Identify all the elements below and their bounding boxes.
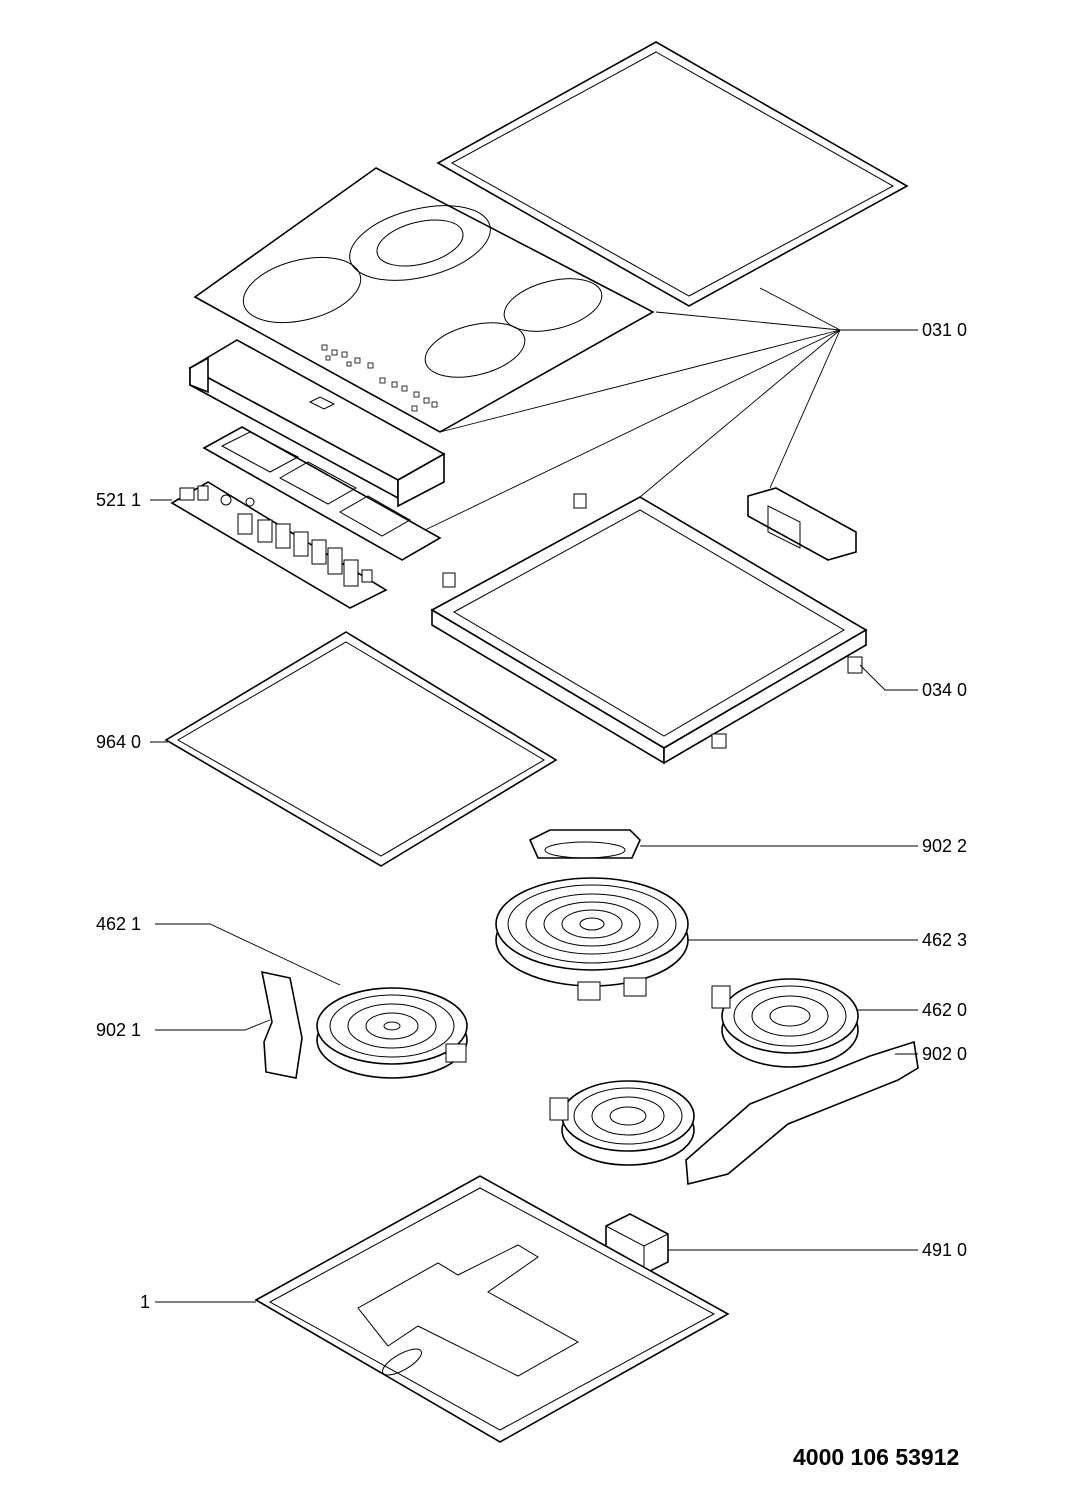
leader-lines	[150, 287, 918, 1303]
support-frame	[430, 493, 868, 765]
part-label-9021: 902 1	[96, 1020, 142, 1040]
holder-902-2	[528, 829, 641, 859]
holder-902-0	[685, 1040, 919, 1186]
bottom-housing	[254, 1175, 730, 1443]
part-label-5211: 521 1	[96, 490, 142, 510]
seal-frame	[436, 41, 909, 307]
insulation-seal	[164, 631, 558, 867]
heating-element-462-3	[495, 877, 689, 1001]
heating-element-462-1	[316, 987, 468, 1079]
part-label-4620: 462 0	[922, 1000, 968, 1020]
control-frame	[202, 426, 442, 561]
part-label-4621: 462 1	[96, 914, 142, 934]
touch-control-marks	[321, 344, 438, 412]
control-bracket	[188, 339, 446, 508]
document-number: 4000 106 53912	[793, 1444, 960, 1470]
part-label-9020: 902 0	[922, 1044, 968, 1064]
heating-element-462-0	[711, 978, 859, 1068]
side-bracket	[747, 487, 857, 561]
holder-902-1	[260, 970, 303, 1079]
part-label-0340: 034 0	[922, 680, 968, 700]
electronic-board	[170, 481, 388, 609]
part-label-1: 1	[140, 1292, 151, 1312]
part-label-0310: 031 0	[922, 320, 968, 340]
heating-element-small	[549, 1080, 695, 1166]
part-label-4910: 491 0	[922, 1240, 968, 1260]
part-label-9022: 902 2	[922, 836, 968, 856]
part-label-9640: 964 0	[96, 732, 142, 752]
part-label-4623: 462 3	[922, 930, 968, 950]
